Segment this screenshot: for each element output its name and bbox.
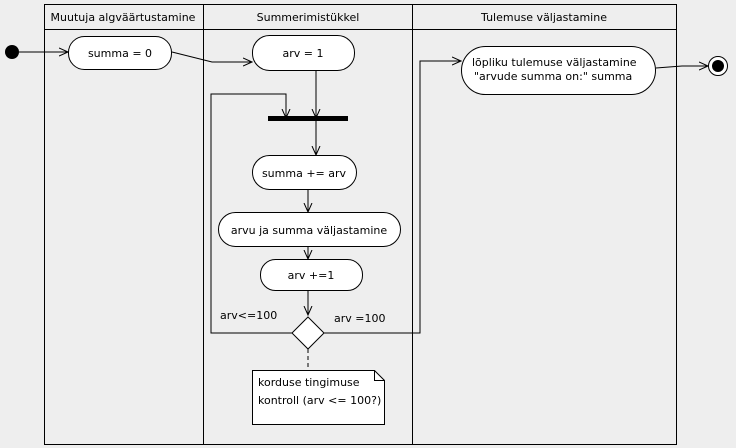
action-final-output-line1: lõpliku tulemuse väljastamine [472,56,637,69]
edge-exit-to-output [324,61,461,334]
merge-bar [268,116,348,121]
action-increment-label: arv +=1 [288,269,335,282]
action-init-sum-label: summa = 0 [88,47,152,60]
guard-exit-label: arv =100 [334,312,385,325]
action-add: summa += arv [252,155,357,190]
action-print-both-label: arvu ja summa väljastamine [231,224,388,237]
start-node [5,45,19,59]
condition-note: korduse tingimuse kontroll (arv <= 100?) [252,370,385,425]
lane-frame [44,4,677,445]
action-init-arv: arv = 1 [252,35,355,71]
edge-output-to-end [655,66,708,68]
note-line2: kontroll (arv <= 100?) [258,394,381,407]
action-increment: arv +=1 [260,259,363,291]
action-add-label: summa += arv [262,167,347,180]
swimlanes: Muutuja algväärtustamine Summerimistükke… [44,4,677,445]
action-final-output-line2: "arvude summa on:" summa [474,70,632,83]
decision-node [291,316,325,350]
action-init-arv-label: arv = 1 [283,47,324,60]
action-final-output: lõpliku tulemuse väljastamine "arvude su… [461,46,656,95]
edge-init-sum-to-init-arv [171,51,252,62]
end-node [708,56,728,76]
lane-title-loop: Summerimistükkel [257,11,360,24]
note-line1: korduse tingimuse [258,376,360,389]
action-nodes: summa = 0 arv = 1 summa += arv arvu ja s… [68,35,656,291]
guard-loop-label: arv<=100 [220,309,277,322]
edges [19,52,708,370]
action-print-both: arvu ja summa väljastamine [218,212,401,247]
lane-title-output: Tulemuse väljastamine [480,11,607,24]
lane-title-init: Muutuja algväärtustamine [51,11,196,24]
edge-loop-back [210,93,292,334]
action-init-sum: summa = 0 [68,36,172,70]
